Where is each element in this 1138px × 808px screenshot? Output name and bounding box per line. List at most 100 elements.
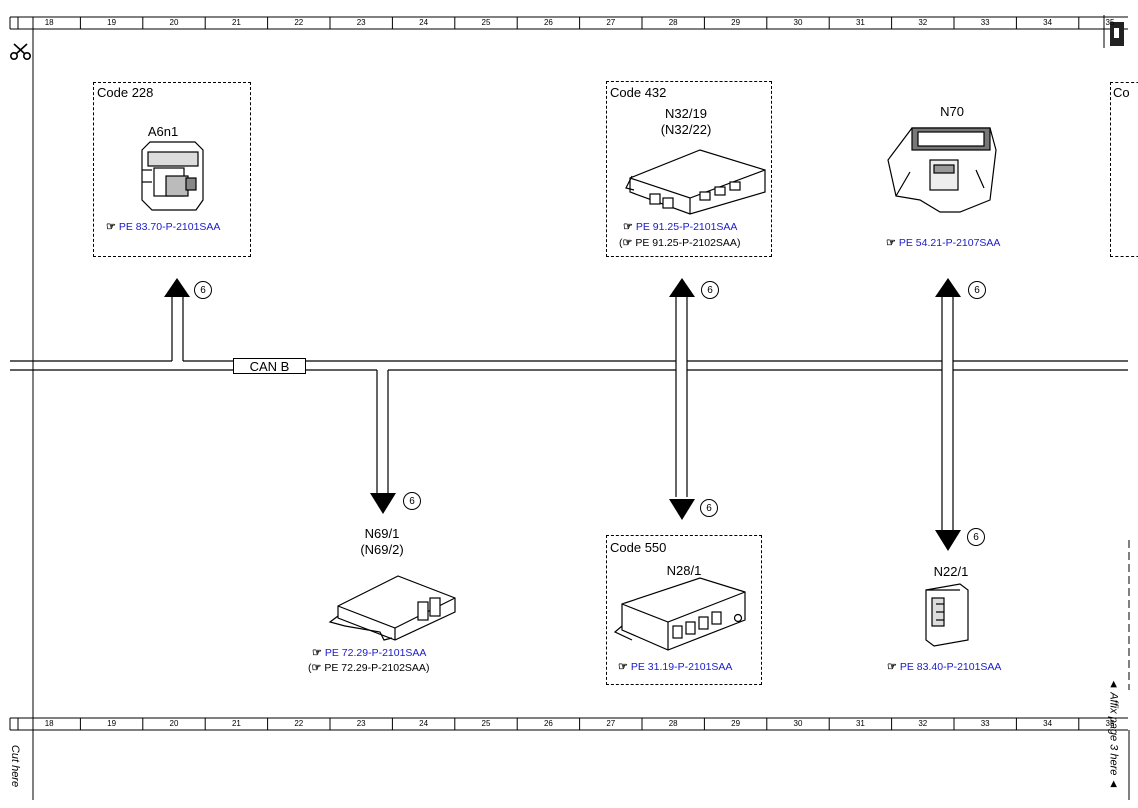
arrow-up-n32-icon — [669, 278, 695, 297]
ruler-column-number: 19 — [107, 18, 117, 27]
ruler-column-number: 25 — [481, 719, 491, 728]
ruler-column-number: 28 — [668, 719, 678, 728]
heater-control-unit-icon — [141, 141, 204, 211]
component-name: N70 — [940, 104, 964, 119]
option-code-label-partial: Co — [1113, 85, 1130, 100]
reference-link-alt[interactable]: (☞PE 72.29-P-2102SAA) — [308, 662, 430, 674]
component-name: N28/1 — [666, 563, 702, 578]
top-ruler — [9, 16, 1128, 30]
ruler-column-number: 24 — [419, 18, 429, 27]
pointing-hand-icon: ☞ — [622, 237, 633, 249]
ruler-column-number: 24 — [419, 719, 429, 728]
affix-page-label: ◄ Affix page 3 here ◄ — [1107, 678, 1120, 790]
ruler-column-number: 22 — [294, 719, 304, 728]
ac-control-unit-icon — [925, 583, 969, 647]
ruler-column-number: 25 — [481, 18, 491, 27]
ruler-column-number: 26 — [543, 719, 553, 728]
pointing-hand-icon: ☞ — [887, 661, 897, 673]
component-box-n28 — [606, 535, 762, 685]
connection-marker: 6 — [194, 281, 212, 299]
ruler-column-number: 29 — [731, 18, 741, 27]
arrow-up-a6n1-icon — [164, 278, 190, 297]
pointing-hand-icon: ☞ — [106, 221, 116, 233]
pointing-hand-icon: ☞ — [886, 237, 896, 249]
reference-link[interactable]: ☞PE 31.19-P-2101SAA — [618, 661, 733, 673]
ruler-column-number: 19 — [107, 719, 117, 728]
ruler-column-number: 22 — [294, 18, 304, 27]
ruler-column-number: 34 — [1043, 719, 1053, 728]
ruler-column-number: 21 — [231, 18, 241, 27]
bottom-ruler — [9, 717, 1128, 731]
ruler-column-number: 30 — [793, 18, 803, 27]
ruler-column-number: 32 — [918, 18, 928, 27]
connection-marker: 6 — [403, 492, 421, 510]
reference-link[interactable]: ☞PE 83.70-P-2101SAA — [106, 221, 221, 233]
door-control-module-icon — [328, 575, 456, 641]
reference-link[interactable]: ☞PE 54.21-P-2107SAA — [886, 237, 1001, 249]
ruler-column-number: 33 — [980, 719, 990, 728]
reference-link[interactable]: ☞PE 91.25-P-2101SAA — [623, 221, 738, 233]
ruler-column-number: 27 — [606, 18, 616, 27]
pointing-hand-icon: ☞ — [618, 661, 628, 673]
reference-link-alt[interactable]: (☞PE 91.25-P-2102SAA) — [619, 237, 741, 249]
can-b-bus-label: CAN B — [233, 358, 306, 374]
ruler-column-number: 31 — [855, 719, 865, 728]
component-name: N69/1 — [364, 526, 400, 541]
ruler-column-number: 18 — [44, 719, 54, 728]
ruler-column-number: 20 — [169, 719, 179, 728]
reference-link[interactable]: ☞PE 72.29-P-2101SAA — [312, 647, 427, 659]
cut-here-label: Cut here — [9, 744, 22, 788]
arrow-down-n69-icon — [370, 493, 396, 514]
pointing-hand-icon: ☞ — [312, 647, 322, 659]
connection-marker: 6 — [700, 499, 718, 517]
scissors-icon — [10, 43, 31, 60]
component-box-partial — [1110, 82, 1138, 257]
component-name: N32/19 — [665, 106, 707, 121]
ruler-column-number: 30 — [793, 719, 803, 728]
option-code-label: Code 228 — [97, 85, 154, 100]
ruler-column-number: 33 — [980, 18, 990, 27]
ruler-column-number: 23 — [356, 719, 366, 728]
component-name: A6n1 — [147, 124, 179, 139]
branch-n32 — [675, 297, 688, 497]
ruler-column-number: 34 — [1043, 18, 1053, 27]
ruler-ticks — [79, 17, 1080, 730]
option-code-label: Code 432 — [610, 85, 667, 100]
option-code-label: Code 550 — [610, 540, 667, 555]
component-box-n32 — [606, 81, 772, 257]
ruler-column-number: 26 — [543, 18, 553, 27]
branch-a6n1 — [171, 297, 184, 361]
arrow-down-n28-icon — [669, 499, 695, 520]
connection-marker: 6 — [968, 281, 986, 299]
component-name-alt: (N69/2) — [360, 542, 404, 557]
arrow-down-n22-icon — [935, 530, 961, 551]
ruler-column-number: 23 — [356, 18, 366, 27]
component-name: N22/1 — [933, 564, 969, 579]
ruler-column-number: 32 — [918, 719, 928, 728]
arrow-up-n70-icon — [935, 278, 961, 297]
branch-n69 — [376, 370, 389, 493]
ruler-column-number: 27 — [606, 719, 616, 728]
ruler-column-number: 35 — [1105, 18, 1115, 27]
component-name-alt: (N32/22) — [660, 122, 712, 137]
ruler-column-number: 20 — [169, 18, 179, 27]
ruler-column-number: 31 — [855, 18, 865, 27]
component-box-a6n1 — [93, 82, 251, 257]
connection-marker: 6 — [701, 281, 719, 299]
can-b-bus-line — [10, 360, 1128, 371]
ruler-column-number: 18 — [44, 18, 54, 27]
seat-control-module-icon — [625, 149, 766, 215]
ruler-column-number: 28 — [668, 18, 678, 27]
connection-marker: 6 — [967, 528, 985, 546]
ruler-column-number: 35 — [1105, 719, 1115, 728]
ruler-column-number: 29 — [731, 719, 741, 728]
pointing-hand-icon: ☞ — [623, 221, 633, 233]
page-corner-mark-icon — [1103, 15, 1124, 48]
pointing-hand-icon: ☞ — [311, 662, 322, 674]
reference-link[interactable]: ☞PE 83.40-P-2101SAA — [887, 661, 1002, 673]
overhead-control-panel-icon — [887, 127, 997, 213]
branch-n70 — [941, 297, 954, 530]
trailer-recognition-module-icon — [613, 577, 746, 651]
ruler-column-number: 21 — [231, 719, 241, 728]
